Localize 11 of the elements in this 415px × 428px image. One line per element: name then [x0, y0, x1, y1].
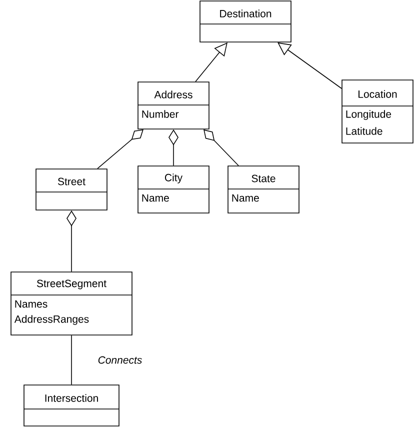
class-box: State Name: [228, 166, 300, 214]
class-box: City Name: [138, 166, 210, 214]
class-box: StreetSegment Names AddressRanges: [10, 272, 132, 336]
class-box: Location Longitude Latitude: [342, 80, 414, 144]
class-box: Street: [36, 168, 108, 210]
edge-label: Connects: [96, 355, 144, 365]
class-box: Intersection: [24, 384, 120, 426]
class-box: Address Number: [138, 82, 210, 130]
class-box: Destination: [200, 0, 292, 42]
association-line: [71, 335, 72, 385]
aggregation-line: [97, 129, 144, 169]
